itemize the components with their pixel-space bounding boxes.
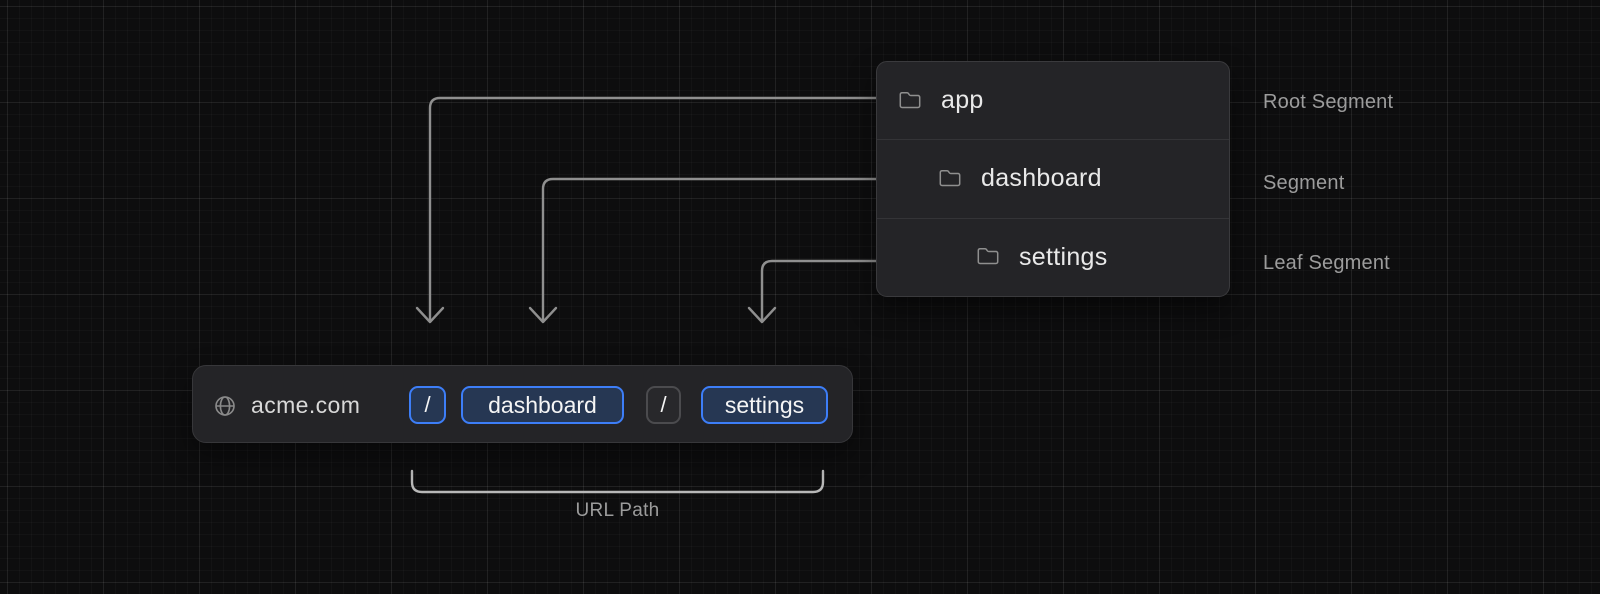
tree-row-label: dashboard [981, 164, 1102, 193]
arrow-app-to-root-slash [415, 96, 886, 324]
tree-row-dashboard: dashboard [877, 139, 1229, 217]
folder-icon [898, 89, 922, 113]
tree-row-label: app [941, 86, 984, 115]
url-segment-settings: settings [701, 386, 828, 424]
globe-icon [213, 394, 237, 418]
annotation-leaf-segment: Leaf Segment [1263, 252, 1390, 274]
url-bar: acme.com / dashboard / settings [192, 365, 853, 443]
tree-row-settings: settings [877, 217, 1229, 296]
folder-icon [976, 245, 1000, 269]
folder-tree-panel: app dashboard settings [876, 61, 1230, 297]
folder-icon [938, 167, 962, 191]
tree-row-label: settings [1019, 242, 1108, 271]
url-segment-dashboard: dashboard [461, 386, 624, 424]
arrow-settings-folder-to-segment [747, 259, 886, 324]
url-path-label: URL Path [575, 500, 660, 521]
url-segment-root-slash: / [409, 386, 446, 424]
arrow-dashboard-folder-to-segment [528, 177, 886, 324]
url-segment-separator-slash: / [646, 386, 681, 424]
url-domain: acme.com [251, 392, 361, 418]
annotation-root-segment: Root Segment [1263, 91, 1394, 113]
tree-row-app: app [877, 62, 1229, 139]
url-path-bracket [410, 469, 825, 494]
annotation-segment: Segment [1263, 172, 1345, 194]
